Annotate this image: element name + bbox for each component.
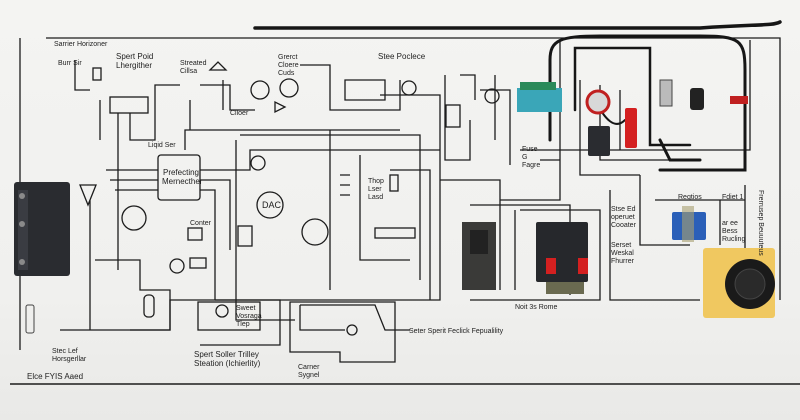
frame-top-border — [46, 37, 781, 300]
fuse-symbol — [143, 294, 155, 318]
label-relay-side-2: Serset Weskal Fhurrer — [611, 242, 634, 265]
label-gauge: Grerct Cloere Cuds — [278, 54, 299, 77]
motor-symbol — [301, 218, 329, 246]
label-bottom-left-1: Stec Lef Horsgerllar — [52, 348, 87, 363]
label-bottom-right: Seter Sperit Feclick Fepualility — [409, 328, 504, 335]
amplifier-symbol — [274, 100, 287, 114]
label-liquid: Liqid Ser — [148, 142, 176, 149]
label-regtios: Regtios — [678, 194, 702, 201]
dac-label: DAC — [262, 200, 282, 210]
label-top-center: Stee Poclece — [378, 52, 426, 61]
label-corner-signal: Carner Sygnel — [298, 364, 320, 379]
relay-box-symbol — [109, 96, 149, 114]
top-cable — [253, 20, 782, 30]
check-gauge-symbol — [279, 78, 299, 98]
label-sensor: Streated Cillsa — [180, 60, 207, 75]
gauge-dial — [585, 89, 611, 115]
label-coils: Thop Lser Lasd — [368, 178, 384, 201]
label-lamp-box: Sweet Vosraga Tlep — [236, 305, 262, 328]
label-counter: Conter — [190, 220, 212, 227]
label-fdiet-sub: ar ee Bess Rucling — [722, 220, 746, 243]
meter-symbol — [250, 80, 270, 100]
terminal-module — [517, 88, 562, 112]
label-bottom-center: Spert Soller Trilley Steation (Ichierlit… — [194, 350, 261, 368]
cable-loop — [548, 34, 747, 172]
label-relay-caption: Noit 3s Rome — [515, 304, 558, 311]
label-bottom-left-2: Elce FYIS Aaed — [27, 372, 84, 381]
label-clover: Clloer — [230, 110, 249, 117]
transformer-symbol — [121, 205, 147, 231]
controller-block — [157, 154, 201, 201]
controller-label: Prefecting Mernecther — [162, 168, 203, 186]
label-top-left-box: Sarrier Horizoner — [54, 41, 108, 48]
label-fuse: Fuse G Fagre — [522, 146, 541, 169]
label-vertical-note: Frerrusep Beuuuteus — [757, 190, 764, 256]
lamp-box — [197, 301, 261, 331]
red-fuse — [625, 108, 637, 148]
label-top-left-sub: Burr Sir — [58, 60, 82, 67]
label-title-left: Spert Poid Lhergither — [116, 52, 154, 70]
label-fdiet: Fdiet 1 — [722, 194, 744, 201]
dac-symbol — [256, 191, 284, 219]
label-relay-side-1: Stse Ed operuet Cooater — [611, 206, 636, 229]
